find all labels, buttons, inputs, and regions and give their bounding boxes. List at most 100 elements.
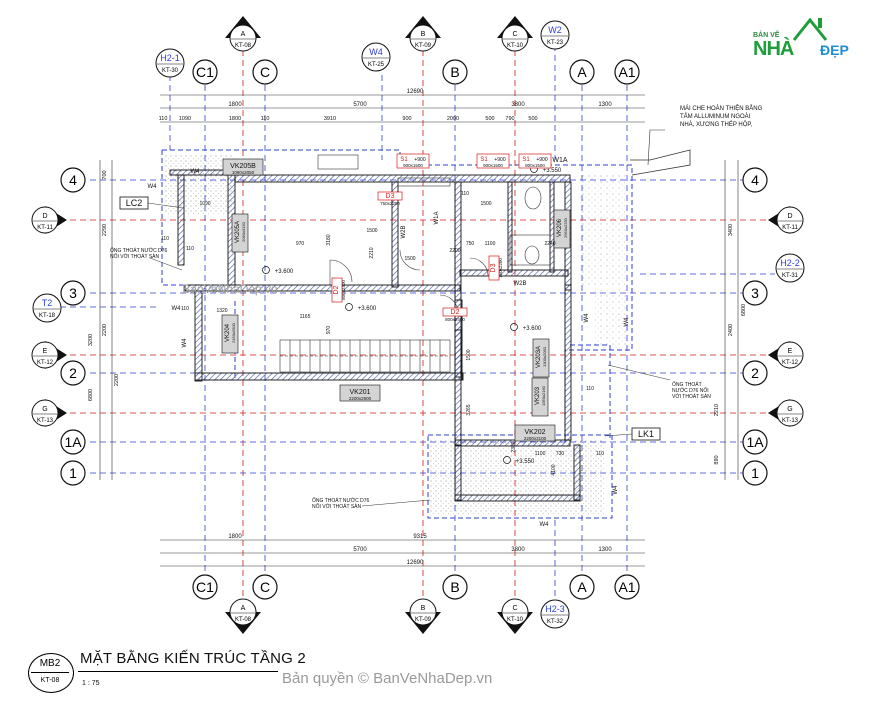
- section-mark-bottom-2-ref: KT-10: [507, 617, 524, 623]
- right-dim-2: 6800: [741, 304, 747, 316]
- section-mark-top-0-code: A: [241, 31, 246, 38]
- lc2-leader: [147, 202, 184, 209]
- vertical-axis-lines: [169, 45, 628, 600]
- pipe-right-leader: [607, 364, 671, 381]
- section-mark-top-0-ref: KT-08: [235, 43, 252, 49]
- axis-bubble-right-4: 4: [742, 167, 768, 193]
- vk-size-3: 2060x3150: [241, 221, 246, 242]
- left-dim-5: 6800: [88, 389, 94, 401]
- section-mark-left-0-ref: KT-11: [37, 225, 53, 231]
- level-text-1: +3.600: [358, 306, 377, 312]
- section-mark-right-2-ref: KT-13: [782, 418, 799, 424]
- vk-size-7: 1300x2050: [542, 346, 547, 367]
- door-box-1: [331, 277, 343, 303]
- lk1-tag: LK1: [638, 429, 654, 439]
- window-level-1: +900: [494, 157, 505, 163]
- axis-bubble-top-c1-label: C1: [196, 64, 214, 80]
- w4-tag-2: W4: [172, 306, 182, 312]
- window-code-0: S1: [400, 157, 408, 163]
- drawing-scale: 1 : 75: [82, 680, 100, 687]
- bottom-dim-row0-1: 9315: [413, 534, 427, 540]
- lc2-tag: LC2: [126, 198, 143, 208]
- section-mark-bottom-0: A KT-08: [225, 598, 261, 634]
- left-dim-3: 2200: [114, 374, 120, 386]
- section-mark-left-0-code: D: [42, 213, 47, 220]
- top-dim-row2-0: 110: [159, 116, 168, 122]
- roof-note: NHÀ, XƯƠNG THÉP HỘP,: [680, 121, 753, 128]
- door-box-2: [442, 307, 468, 317]
- axis-bubble-bottom-a1: A1: [614, 574, 640, 600]
- detail-mark-h2-2-code: H2-2: [780, 258, 800, 268]
- w1a-top-tag: W1A: [552, 157, 568, 164]
- sheet-badge: [28, 653, 74, 693]
- w4-tag-6: W4: [584, 313, 590, 323]
- top-dim-row1-2: 3800: [511, 102, 525, 108]
- logo-top-text: BẢN VẼ: [753, 32, 780, 39]
- axis-bubble-right-1-label: 1: [751, 465, 759, 481]
- section-mark-top-2-code: C: [512, 31, 517, 38]
- section-mark-left-2-ref: KT-13: [37, 418, 54, 424]
- inner-dim-11: 1500: [404, 256, 415, 262]
- title-underline: [78, 671, 278, 672]
- inner-dim-1: 1500: [480, 201, 491, 207]
- axis-bubble-left-2-label: 2: [69, 365, 77, 381]
- right-dim-4: 890: [714, 455, 720, 464]
- roof-canopy-outline: [630, 149, 691, 176]
- door-code-2: D2: [451, 309, 460, 316]
- window-size-0: 900x1500: [403, 163, 423, 168]
- window-size-2: 900x1500: [525, 163, 545, 168]
- vk-size-4: 2150x2500: [231, 322, 236, 343]
- level-text-0: +3.600: [275, 269, 294, 275]
- axis-bubble-left-2: 2: [60, 360, 86, 386]
- axis-bubble-top-a-label: A: [577, 64, 587, 80]
- axis-bubble-bottom-a1-label: A1: [618, 579, 635, 595]
- inner-dim-24: 110: [186, 246, 194, 252]
- level-marker-1: [345, 303, 353, 311]
- w4-tag-0: W4: [148, 184, 158, 190]
- pipe-bottom-leader: [361, 499, 431, 507]
- section-mark-left-0: D KT-11: [31, 206, 67, 234]
- vk-size-1: 2200x2900: [349, 396, 372, 401]
- vk-box-4: [221, 314, 239, 354]
- axis-bubble-bottom-b-label: B: [450, 579, 459, 595]
- axis-bubble-top-b-label: B: [450, 64, 459, 80]
- right-dim-1: 2400: [728, 324, 734, 336]
- section-mark-bottom-0-code: A: [241, 605, 246, 612]
- inner-dim-19: 730: [556, 451, 565, 457]
- axis-bubble-left-1a-label: 1A: [64, 434, 82, 450]
- right-dim-3: 2210: [714, 404, 720, 416]
- vk-size-0: 1090x2050: [232, 170, 255, 175]
- axis-bubble-top-c: C: [252, 59, 278, 85]
- inner-dim-21: 110: [181, 306, 189, 312]
- window-box-0: [396, 153, 430, 169]
- detail-mark-h2-1-code: H2-1: [160, 53, 180, 63]
- top-dim-row1-1: 5700: [353, 102, 367, 108]
- inner-dim-13: 2200: [449, 248, 460, 254]
- section-mark-top-1: BKT-09: [405, 16, 441, 52]
- inner-dim-25: 110: [461, 191, 469, 197]
- section-mark-bottom-2-code: C: [512, 605, 517, 612]
- vk-box-7: [532, 338, 550, 378]
- level-text-3: +3.550: [516, 459, 535, 465]
- vk-size-2: 2200x3100: [524, 436, 547, 441]
- logo-house-icon: [792, 17, 828, 41]
- section-mark-top-2-ref: KT-10: [507, 43, 524, 49]
- pipe-note-bottom: NỐI VỚI THOÁT SÀN: [312, 503, 362, 510]
- level-text-2: +3.600: [523, 326, 542, 332]
- detail-mark-t2-ref: KT-18: [39, 313, 56, 319]
- inner-dim-4: 1100: [485, 241, 496, 247]
- inner-dim-16: 4100: [551, 464, 557, 475]
- axis-bubble-right-3-label: 3: [751, 285, 759, 301]
- section-mark-right-2: GKT-13: [768, 399, 804, 427]
- vk-code-7: VK203A: [536, 346, 542, 368]
- section-mark-bottom-0-ref: KT-08: [235, 617, 252, 623]
- inner-dim-7: 2210: [369, 247, 375, 258]
- top-dim-row2-6: 2000: [447, 116, 459, 122]
- w2b-tag-b: W2B: [513, 281, 526, 287]
- inner-dim-0: 1090: [199, 201, 210, 207]
- inner-dim-9: 1165: [300, 314, 311, 320]
- top-dim-row2-4: 3910: [324, 116, 336, 122]
- vk-code-2: VK202: [524, 429, 545, 436]
- pipe-note-right: ỐNG THOÁT: [672, 381, 702, 388]
